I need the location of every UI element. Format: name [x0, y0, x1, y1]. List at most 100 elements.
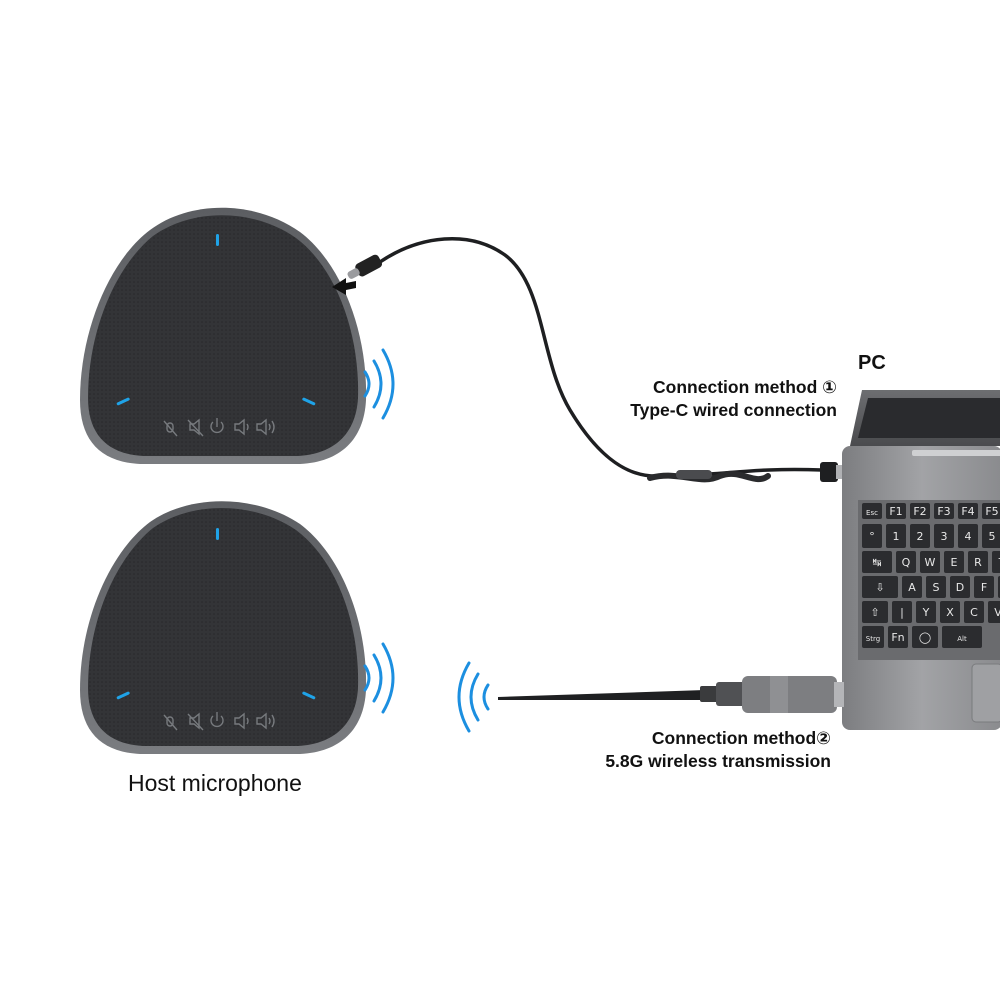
- keyboard-key-label: F5: [985, 505, 998, 518]
- keyboard-key[interactable]: [920, 551, 940, 573]
- power-icon[interactable]: [210, 418, 224, 434]
- keyboard-key-label: C: [970, 606, 978, 619]
- pc-label: PC: [858, 352, 886, 374]
- keyboard-key[interactable]: [958, 524, 978, 548]
- keyboard-key[interactable]: [992, 551, 1000, 573]
- keyboard-key[interactable]: [886, 524, 906, 548]
- keyboard-key-label: Q: [902, 556, 911, 569]
- keyboard-key[interactable]: [862, 503, 882, 519]
- speaker-mute-icon[interactable]: [187, 712, 204, 731]
- keyboard-key-label: R: [974, 556, 982, 569]
- keyboard-key-label: Fn: [891, 631, 904, 644]
- antenna: [498, 690, 705, 700]
- keyboard-key-label: F3: [937, 505, 950, 518]
- mic-mute-icon[interactable]: [163, 714, 178, 731]
- wireless-signal-icon: [457, 661, 490, 733]
- keyboard-key[interactable]: [982, 524, 1000, 548]
- method1-description: Type-C wired connection: [630, 400, 837, 420]
- keyboard-key[interactable]: [912, 626, 938, 648]
- keyboard-key[interactable]: [862, 626, 884, 648]
- keyboard-key-label: 4: [965, 530, 972, 543]
- keyboard-key-label: Strg: [866, 635, 880, 643]
- keyboard-key-label: °: [869, 530, 875, 543]
- volume-up-icon[interactable]: [256, 418, 275, 436]
- keyboard-key[interactable]: [942, 626, 982, 648]
- keyboard-key-label: 3: [941, 530, 948, 543]
- sound-wave-icon: [363, 642, 395, 714]
- type-c-plug: [347, 254, 383, 279]
- volume-up-icon[interactable]: [256, 712, 275, 730]
- keyboard-key[interactable]: [896, 551, 916, 573]
- connection-method-1: Connection method ① Type-C wired connect…: [630, 376, 837, 422]
- led-indicator: [216, 528, 219, 540]
- keyboard-key-label: Alt: [957, 635, 967, 643]
- usb-adapter: [742, 676, 837, 713]
- keyboard-key-label: T: [998, 556, 1000, 569]
- led-indicator: [116, 691, 130, 700]
- keyboard-key[interactable]: [862, 601, 888, 623]
- keyboard-key-label: F: [981, 581, 987, 594]
- keyboard-key[interactable]: [982, 503, 1000, 519]
- keyboard-key[interactable]: [988, 601, 1000, 623]
- keyboard-key-label: ↹: [872, 556, 881, 569]
- laptop: EscF1F2F3F4F5°12345↹QWERT⇩ASDFG⇧|YXCVStr…: [842, 390, 1000, 730]
- led-indicator: [216, 234, 219, 246]
- power-icon[interactable]: [210, 712, 224, 728]
- speaker-mute-icon[interactable]: [187, 418, 204, 437]
- keyboard-key[interactable]: [968, 551, 988, 573]
- keyboard-key[interactable]: [926, 576, 946, 598]
- keyboard-key[interactable]: [902, 576, 922, 598]
- keyboard-key-label: F4: [961, 505, 974, 518]
- keyboard-key-label: F1: [889, 505, 902, 518]
- keyboard-key[interactable]: [964, 601, 984, 623]
- method1-title: Connection method ①: [653, 377, 837, 397]
- wireless-dongle: [498, 676, 844, 713]
- keyboard-key-label: 1: [893, 530, 900, 543]
- keyboard-key-label: E: [951, 556, 958, 569]
- keyboard-key-label: |: [900, 606, 904, 619]
- volume-down-icon[interactable]: [234, 418, 249, 436]
- keyboard-key-label: X: [946, 606, 954, 619]
- keyboard-key-label: D: [956, 581, 964, 594]
- arrow-left-icon: [332, 278, 356, 295]
- mic-mute-icon[interactable]: [163, 420, 178, 437]
- keyboard-key[interactable]: [862, 524, 882, 548]
- keyboard-key-label: F2: [913, 505, 926, 518]
- keyboard-key-label: 5: [989, 530, 996, 543]
- keyboard-key-label: Esc: [866, 509, 878, 517]
- keyboard-key[interactable]: [958, 503, 978, 519]
- keyboard-key[interactable]: [916, 601, 936, 623]
- keyboard-key[interactable]: [886, 503, 906, 519]
- keyboard-key[interactable]: [944, 551, 964, 573]
- keyboard-key-label: 2: [917, 530, 924, 543]
- led-indicator: [302, 397, 316, 406]
- sound-wave-icon: [363, 348, 395, 420]
- keyboard-key[interactable]: [910, 524, 930, 548]
- keyboard-key-label: ◯: [919, 631, 931, 644]
- keyboard-key[interactable]: [862, 551, 892, 573]
- led-indicator: [302, 691, 316, 700]
- keyboard-key[interactable]: [950, 576, 970, 598]
- host-microphone-label: Host microphone: [128, 770, 302, 796]
- keyboard-key[interactable]: [862, 576, 898, 598]
- cable-tie: [676, 470, 712, 479]
- type-c-cable: [332, 237, 846, 483]
- led-indicator: [116, 397, 130, 406]
- keyboard-key[interactable]: [910, 503, 930, 519]
- speaker-bottom: [80, 501, 367, 754]
- keyboard-key-label: A: [908, 581, 916, 594]
- volume-down-icon[interactable]: [234, 712, 249, 730]
- connection-method-2: Connection method② 5.8G wireless transmi…: [605, 727, 831, 773]
- keyboard-key[interactable]: [934, 524, 954, 548]
- keyboard-key[interactable]: [940, 601, 960, 623]
- keyboard-key[interactable]: [934, 503, 954, 519]
- method2-title: Connection method②: [651, 728, 831, 748]
- usb-plug: [820, 462, 838, 482]
- keyboard-key[interactable]: [974, 576, 994, 598]
- keyboard-key-label: ⇧: [870, 606, 879, 619]
- keyboard: EscF1F2F3F4F5°12345↹QWERT⇩ASDFG⇧|YXCVStr…: [862, 503, 1000, 648]
- keyboard-key[interactable]: [892, 601, 912, 623]
- keyboard-key-label: ⇩: [875, 581, 884, 594]
- keyboard-key[interactable]: [888, 626, 908, 648]
